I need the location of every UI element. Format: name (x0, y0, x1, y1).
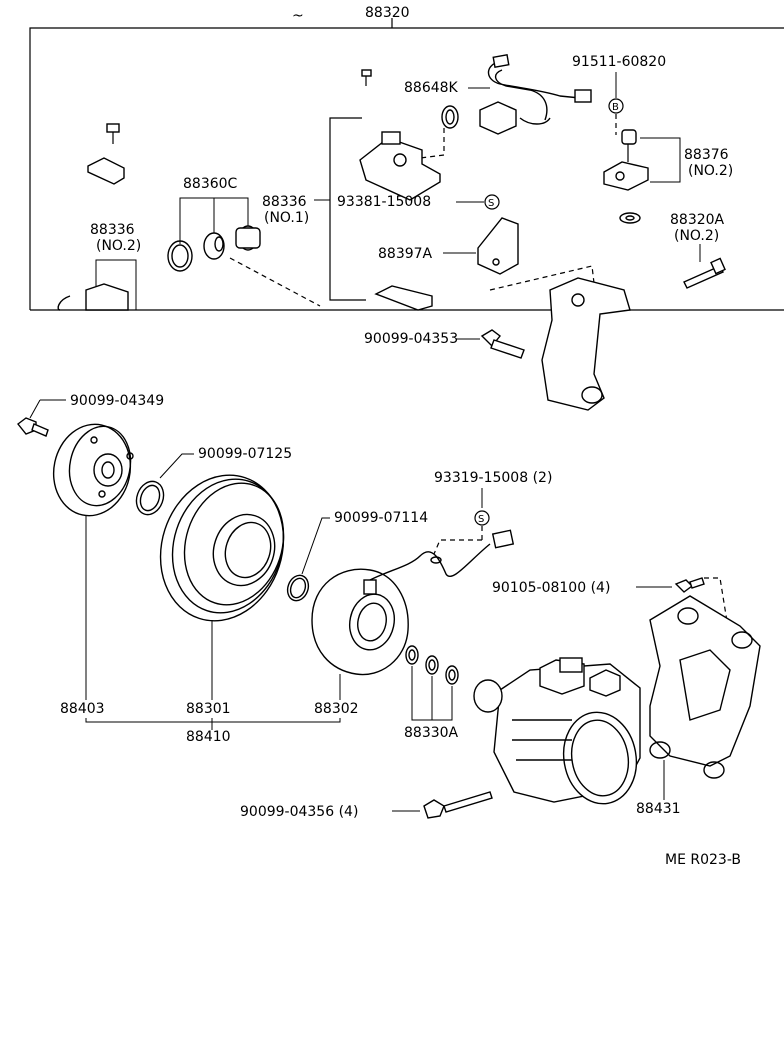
bracket-88431 (649, 595, 761, 779)
label-90099-04356: 90099-04356 (4) (240, 804, 358, 820)
bolt-90099-04349 (17, 417, 49, 437)
seal-kit-parts (167, 225, 261, 272)
label-90099-07114: 90099-07114 (334, 510, 428, 526)
label-88336-no1: 88336 (262, 194, 307, 210)
bracket-88397a (477, 217, 519, 275)
label-88648k: 88648K (404, 80, 459, 96)
label-88336-no1-sub: (NO.1) (264, 210, 309, 226)
clamp-bolt (87, 123, 125, 185)
bolt-90105-08100 (674, 577, 705, 593)
label-88330a: 88330A (404, 725, 459, 741)
label-88376: 88376 (684, 147, 729, 163)
snap-ring-90099-07114 (286, 574, 310, 602)
label-90099-04349: 90099-04349 (70, 393, 164, 409)
label-88360c: 88360C (183, 176, 238, 192)
compressor (473, 657, 641, 805)
label-88336-no2: 88336 (90, 222, 135, 238)
label-88320: 88320 (365, 5, 410, 21)
label-88320a-no2: (NO.2) (674, 228, 719, 244)
harness-88648k (479, 54, 592, 135)
small-bolt-top (361, 69, 372, 86)
label-90105-08100: 90105-08100 (4) (492, 580, 610, 596)
pulley-88301 (159, 474, 285, 622)
label-90099-07125: 90099-07125 (198, 446, 292, 462)
symbol-s: S (488, 198, 494, 209)
label-91511-60820: 91511-60820 (572, 54, 666, 70)
label-88376-no2: (NO.2) (688, 163, 733, 179)
label-90099-04353: 90099-04353 (364, 331, 458, 347)
label-88301: 88301 (186, 701, 231, 717)
drawing-code: ME R023-B (665, 852, 741, 868)
label-88302: 88302 (314, 701, 359, 717)
label-tilde: ~ (292, 8, 304, 24)
label-88320a: 88320A (670, 212, 725, 228)
label-88336-no2-sub: (NO.2) (96, 238, 141, 254)
label-88403: 88403 (60, 701, 105, 717)
hub-88403 (52, 423, 134, 517)
shims-88330a (405, 645, 459, 685)
valve-88376 (603, 129, 649, 191)
label-93319-15008: 93319-15008 (2) (434, 470, 552, 486)
part-88336-no2 (57, 283, 129, 311)
symbol-b: B (612, 102, 619, 113)
symbol-s-2: S (478, 514, 484, 525)
upper-bracket (541, 277, 631, 411)
snap-ring-90099-07125 (135, 480, 165, 516)
bolt-90099-04356 (423, 791, 493, 819)
label-88397a: 88397A (378, 246, 433, 262)
mount-88336-no1 (359, 131, 441, 311)
bolt-88320a (683, 257, 726, 289)
coil-88302 (311, 529, 515, 676)
label-93381-15008: 93381-15008 (337, 194, 431, 210)
label-88431: 88431 (636, 801, 681, 817)
label-88410: 88410 (186, 729, 231, 745)
assembly-box (29, 18, 784, 311)
bolt-90099-04353 (480, 329, 525, 359)
